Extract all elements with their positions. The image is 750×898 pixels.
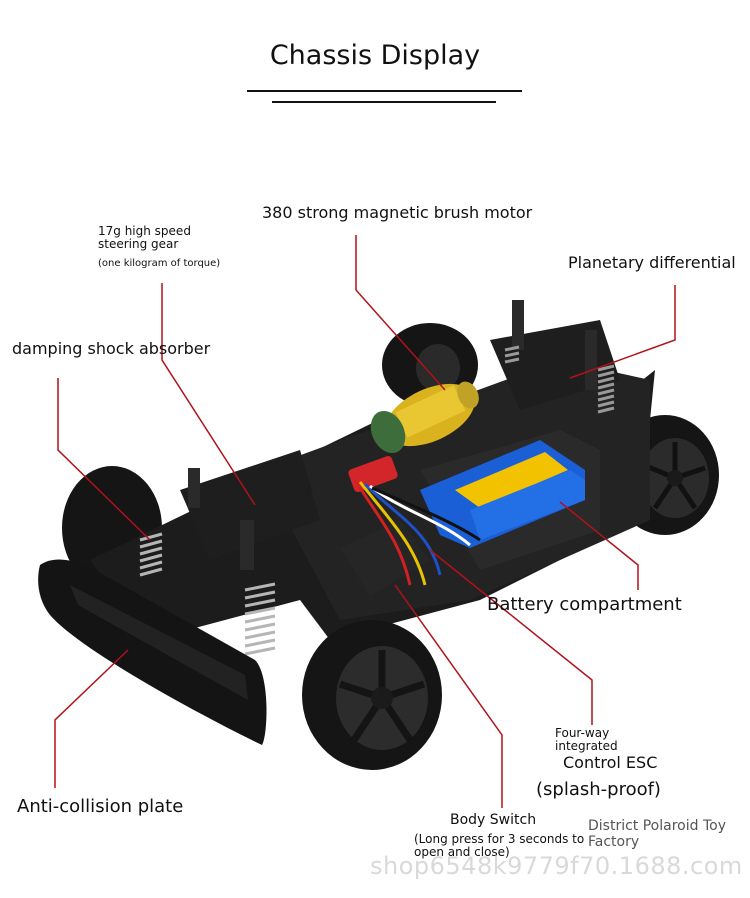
rear-shock-tower xyxy=(490,300,620,410)
leader-switch xyxy=(394,584,503,808)
front-shock-tower xyxy=(180,450,320,570)
wires xyxy=(353,479,481,586)
label-switch-line3: open and close) xyxy=(414,845,510,859)
label-steering-line3: (one kilogram of torque) xyxy=(98,258,221,269)
leader-battery xyxy=(559,501,639,590)
label-esc-line2: integrated xyxy=(555,739,618,753)
leader-shock xyxy=(57,378,151,541)
label-differential: Planetary differential xyxy=(568,253,736,272)
label-body-switch: Body Switch (Long press for 3 seconds to… xyxy=(414,812,584,859)
label-steering-line2: steering gear xyxy=(98,237,179,251)
factory-line1: District Polaroid Toy xyxy=(588,818,726,834)
factory-line2: Factory xyxy=(588,834,640,850)
front-shock-springs xyxy=(139,532,276,656)
label-motor: 380 strong magnetic brush motor xyxy=(262,203,533,222)
title-rule-top xyxy=(247,90,522,92)
shop-watermark: shop6548k9779f70.1688.com xyxy=(370,852,743,880)
label-anti-collision-plate: Anti-collision plate xyxy=(17,796,184,817)
label-battery-compartment: Battery compartment xyxy=(487,594,682,615)
leader-differential xyxy=(569,285,676,379)
label-shock-absorber: damping shock absorber xyxy=(12,339,211,358)
label-steering-gear: 17g high speed steering gear (one kilogr… xyxy=(98,225,220,270)
front-right-tire xyxy=(302,620,442,770)
rear-right-tire xyxy=(611,415,719,535)
label-esc: Four-way integrated xyxy=(555,727,618,753)
leader-bumper xyxy=(54,649,129,788)
label-esc-line3: Control ESC xyxy=(563,753,658,772)
leader-steering xyxy=(161,283,256,506)
leader-esc xyxy=(429,549,593,725)
rear-shock xyxy=(504,345,615,414)
label-esc-line4: (splash-proof) xyxy=(536,779,661,800)
anti-collision-plate xyxy=(38,559,267,745)
page-title: Chassis Display xyxy=(269,40,481,71)
leader-motor xyxy=(355,235,446,391)
label-switch-line1: Body Switch xyxy=(450,812,537,828)
factory-name: District Polaroid Toy Factory xyxy=(588,818,726,850)
motor xyxy=(370,381,479,454)
label-switch-line2: (Long press for 3 seconds to xyxy=(414,832,585,846)
label-steering-line1: 17g high speed xyxy=(98,224,191,238)
label-esc-line1: Four-way xyxy=(555,726,610,740)
leader-lines xyxy=(54,235,676,808)
title-rule-bottom xyxy=(272,101,496,103)
battery xyxy=(420,440,585,548)
